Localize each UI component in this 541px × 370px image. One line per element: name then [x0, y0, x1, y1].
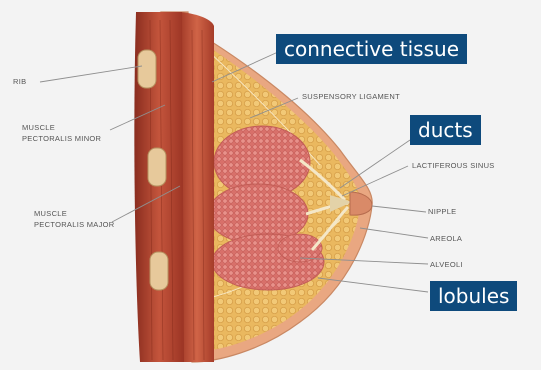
label-nipple: NIPPLE — [428, 206, 456, 217]
callout-connective-tissue: connective tissue — [276, 34, 467, 64]
label-rib: RIB — [13, 76, 26, 87]
label-alveoli: ALVEOLI — [430, 259, 463, 270]
callout-ducts: ducts — [410, 115, 481, 145]
callout-lobules: lobules — [430, 281, 517, 311]
label-areola: AREOLA — [430, 233, 462, 244]
rib — [150, 252, 168, 290]
rib — [138, 50, 156, 88]
pectoralis-minor — [180, 12, 214, 362]
rib — [148, 148, 166, 186]
label-lactiferous-sinus: LACTIFEROUS SINUS — [412, 160, 495, 171]
label-pectoralis-major: PECTORALIS MAJOR — [34, 219, 115, 230]
label-suspensory-ligament: SUSPENSORY LIGAMENT — [302, 91, 400, 102]
label-muscle-minor: MUSCLE — [22, 122, 55, 133]
label-muscle-major: MUSCLE — [34, 208, 67, 219]
label-pectoralis-minor: PECTORALIS MINOR — [22, 133, 101, 144]
